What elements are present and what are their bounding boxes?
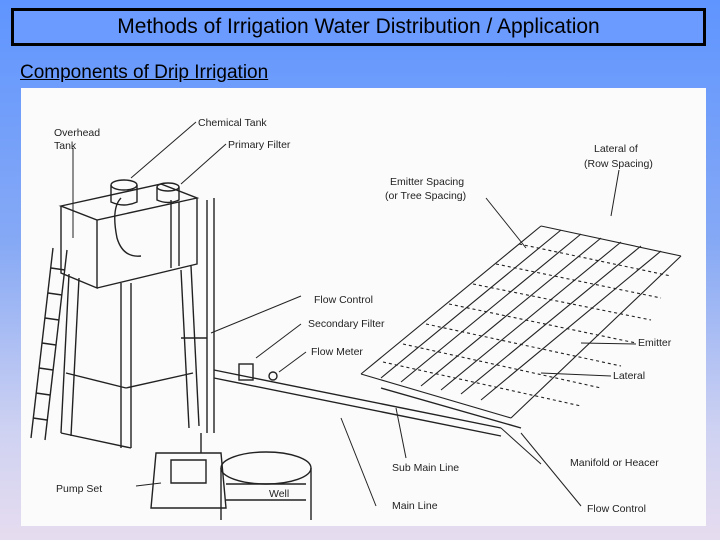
lateral-field [360,225,682,419]
label-sub-main-line: Sub Main Line [392,462,459,474]
label-flow-control-bottom: Flow Control [587,503,646,515]
label-lateral-of: Lateral of [594,143,638,155]
diagram-drawing [30,121,682,520]
ladder [30,247,68,441]
label-chemical-tank: Chemical Tank [198,117,267,129]
sub-main-line [380,387,522,429]
drip-irrigation-diagram: Overhead Tank Chemical Tank Primary Filt… [21,88,706,526]
diagram-svg: Overhead Tank Chemical Tank Primary Filt… [30,117,682,520]
chemical-tanks [110,179,180,257]
label-well: Well [269,488,289,500]
label-flow-meter: Flow Meter [311,346,363,358]
label-lateral: Lateral [613,370,645,382]
label-main-line: Main Line [392,500,438,512]
label-primary-filter: Primary Filter [228,139,291,151]
label-overhead-tank: Overhead [54,127,100,139]
tank-stand [60,265,200,449]
label-lateral-of-line2: (Row Spacing) [584,158,653,170]
slide-title-box: Methods of Irrigation Water Distribution… [11,8,706,46]
diagram-labels: Overhead Tank Chemical Tank Primary Filt… [54,117,672,515]
main-line [213,363,502,437]
label-flow-control-top: Flow Control [314,294,373,306]
pump-set [150,433,227,509]
leader-lines [72,121,637,507]
label-emitter-spacing: Emitter Spacing [390,176,464,188]
well [220,451,312,520]
label-emitter-spacing-line2: (or Tree Spacing) [385,190,466,202]
overhead-tank [58,183,200,290]
label-manifold-or-header: Manifold or Heacer [570,457,659,469]
slide-subtitle: Components of Drip Irrigation [20,62,269,83]
label-pump-set: Pump Set [56,483,102,495]
label-secondary-filter: Secondary Filter [308,318,385,330]
slide-title: Methods of Irrigation Water Distribution… [117,15,600,38]
label-overhead-tank-line2: Tank [54,140,77,152]
label-emitter: Emitter [638,337,672,349]
